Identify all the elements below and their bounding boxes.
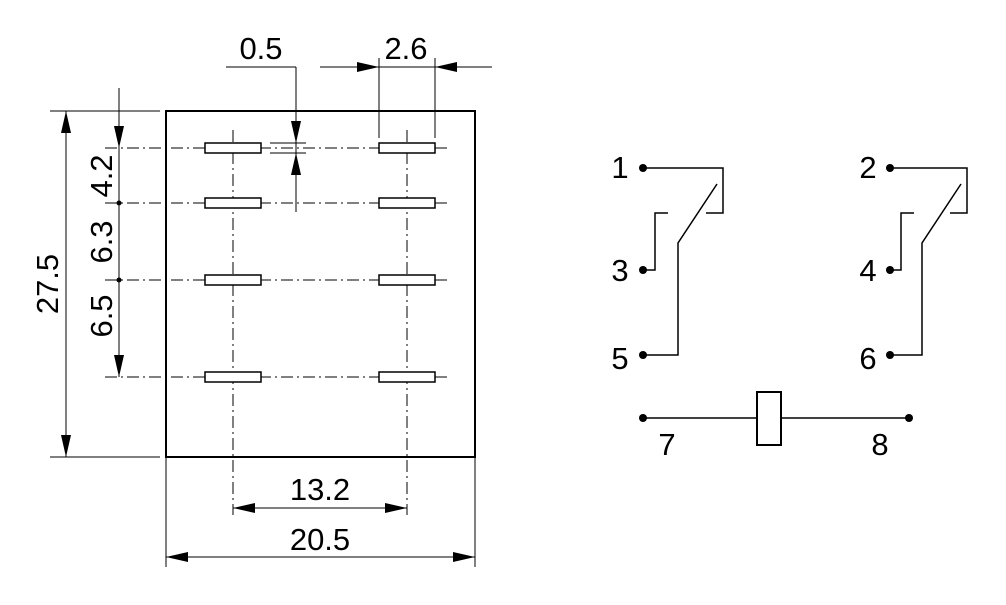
switch-b: 2 4 6 <box>859 150 968 376</box>
pin-slot <box>378 371 436 383</box>
dim-pin-width: 0.5 <box>226 31 306 212</box>
dim-label-pin-width: 0.5 <box>239 31 282 66</box>
dim-row-pitch-chain: 4.2 6.3 6.5 <box>84 88 124 377</box>
dim-label-row-pitch-1: 4.2 <box>84 154 119 197</box>
dim-overall-height: 27.5 <box>30 110 160 458</box>
dim-column-spacing: 13.2 <box>233 472 407 513</box>
dim-label-column-spacing: 13.2 <box>290 472 350 507</box>
dim-label-overall-height: 27.5 <box>30 254 65 314</box>
dim-label-pin-length: 2.6 <box>384 31 427 66</box>
dim-pin-length: 2.6 <box>320 31 492 138</box>
pin-label-4: 4 <box>859 253 876 288</box>
pin-label-6: 6 <box>859 341 876 376</box>
pin-slot <box>204 274 262 286</box>
pin-label-5: 5 <box>611 341 628 376</box>
pin-label-3: 3 <box>611 253 628 288</box>
pin-slot <box>378 142 436 154</box>
pin-slot <box>204 142 262 154</box>
dim-label-row-pitch-2: 6.3 <box>84 220 119 263</box>
dim-label-overall-width: 20.5 <box>290 522 350 557</box>
pin-slot <box>378 274 436 286</box>
pin-label-7: 7 <box>658 427 675 462</box>
pin-label-1: 1 <box>611 150 628 185</box>
pin-label-2: 2 <box>859 150 876 185</box>
pin-slot <box>204 371 262 383</box>
relay-coil: 7 8 <box>639 391 913 462</box>
coil-symbol <box>756 391 782 446</box>
relay-body-outline <box>165 110 476 458</box>
pin-label-8: 8 <box>871 427 888 462</box>
dim-label-row-pitch-3: 6.5 <box>84 294 119 337</box>
switch-a: 1 3 5 <box>611 150 724 376</box>
dim-overall-width: 20.5 <box>165 457 476 567</box>
footprint-view: 0.5 2.6 27.5 4.2 6.3 <box>30 31 492 567</box>
relay-schematic: 1 3 5 2 4 6 7 8 <box>611 150 968 462</box>
pin-slot <box>204 197 262 209</box>
pin-slot <box>378 197 436 209</box>
